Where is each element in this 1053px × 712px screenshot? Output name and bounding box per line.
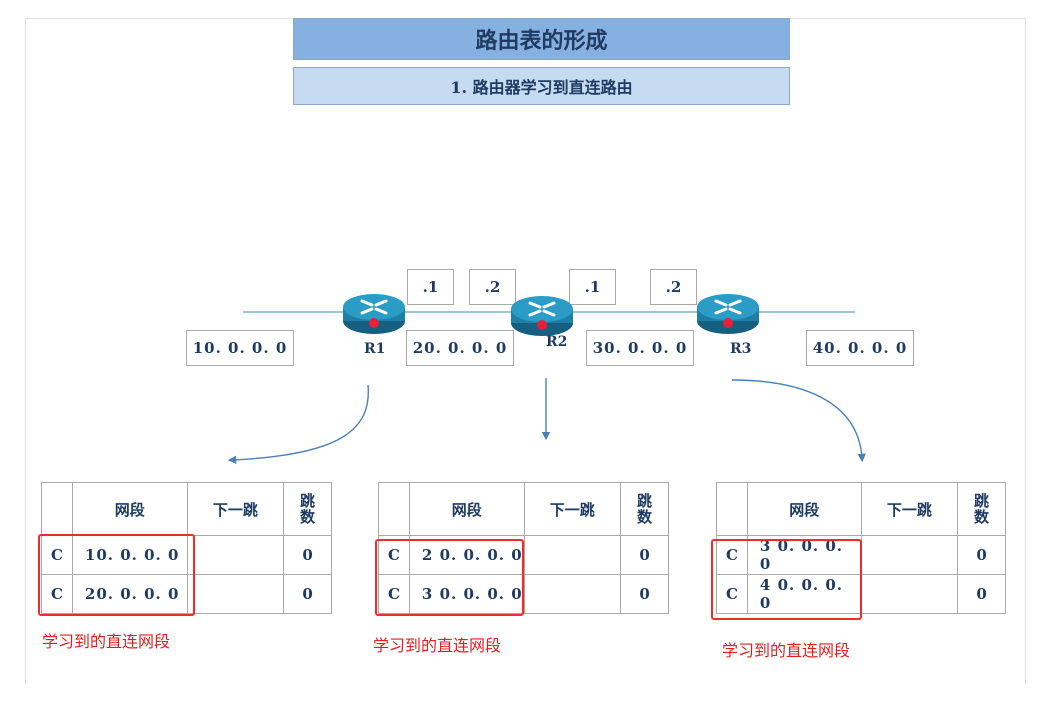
type-header: [716, 482, 748, 536]
network-header: 网段: [746, 482, 862, 536]
router-label-r1: R1: [364, 341, 386, 357]
route-next-hop: [186, 574, 285, 614]
page-title: 路由表的形成: [475, 28, 608, 54]
router-label-r3: R3: [730, 341, 752, 357]
route-network: 3 0. 0. 0. 0: [408, 574, 525, 614]
network-header: 网段: [408, 482, 525, 536]
subtitle-banner: 1. 路由器学习到直连路由: [293, 67, 790, 105]
table-row: C 20. 0. 0. 0 0: [41, 574, 332, 614]
route-type: C: [378, 574, 410, 614]
caption-r1: 学习到的直连网段: [42, 632, 171, 651]
highlight-frame-r2: [375, 539, 524, 616]
route-hops: 0: [283, 574, 332, 614]
network-label-10: 10. 0. 0. 0: [186, 330, 294, 366]
type-header: [378, 482, 410, 536]
highlight-frame-r3: [711, 539, 862, 620]
network-label-30: 30. 0. 0. 0: [586, 330, 694, 366]
caption-r3: 学习到的直连网段: [722, 641, 851, 660]
page-subtitle: 1. 路由器学习到直连路由: [450, 78, 633, 97]
routing-table-r3: 网段 下一跳 跳数 C 3 0. 0. 0. 0 0 C 4 0. 0. 0. …: [716, 482, 1006, 614]
route-type: C: [41, 574, 73, 614]
table-header-row: 网段 下一跳 跳数: [716, 482, 1006, 536]
router-label-r2: R2: [546, 334, 568, 350]
network-label-20: 20. 0. 0. 0: [406, 330, 514, 366]
route-network: 4 0. 0. 0. 0: [746, 574, 862, 614]
interface-label-r2-left: .2: [469, 269, 516, 305]
next-hop-header: 下一跳: [523, 482, 622, 536]
caption-r2: 学习到的直连网段: [373, 636, 502, 655]
route-hops: 0: [620, 535, 669, 575]
route-network: 2 0. 0. 0. 0: [408, 535, 525, 575]
highlight-frame-r1: [38, 534, 195, 616]
route-network: 3 0. 0. 0. 0: [746, 535, 862, 575]
route-next-hop: [186, 535, 285, 575]
router-icon-r3: [697, 294, 759, 334]
route-next-hop: [860, 574, 959, 614]
route-type: C: [716, 574, 748, 614]
route-next-hop: [523, 535, 622, 575]
hops-header: 跳数: [957, 482, 1006, 536]
table-header-row: 网段 下一跳 跳数: [378, 482, 669, 536]
table-header-row: 网段 下一跳 跳数: [41, 482, 332, 536]
interface-label-r2-right: .1: [569, 269, 616, 305]
routing-table-r1: 网段 下一跳 跳数 C 10. 0. 0. 0 0 C 20. 0. 0. 0 …: [41, 482, 332, 614]
interface-label-r3-left: .2: [650, 269, 697, 305]
table-row: C 3 0. 0. 0. 0 0: [378, 574, 669, 614]
route-type: C: [41, 535, 73, 575]
route-next-hop: [860, 535, 959, 575]
next-hop-header: 下一跳: [860, 482, 959, 536]
route-network: 20. 0. 0. 0: [71, 574, 188, 614]
table-row: C 3 0. 0. 0. 0 0: [716, 535, 1006, 575]
route-hops: 0: [620, 574, 669, 614]
router-icon-r2: [511, 296, 573, 336]
route-hops: 0: [283, 535, 332, 575]
network-header: 网段: [71, 482, 188, 536]
hops-header: 跳数: [283, 482, 332, 536]
table-row: C 2 0. 0. 0. 0 0: [378, 535, 669, 575]
hops-header: 跳数: [620, 482, 669, 536]
table-row: C 4 0. 0. 0. 0 0: [716, 574, 1006, 614]
router-icon-r1: [343, 294, 405, 334]
route-next-hop: [523, 574, 622, 614]
interface-label-r1-right: .1: [407, 269, 454, 305]
network-label-40: 40. 0. 0. 0: [806, 330, 914, 366]
routing-table-r2: 网段 下一跳 跳数 C 2 0. 0. 0. 0 0 C 3 0. 0. 0. …: [378, 482, 669, 614]
next-hop-header: 下一跳: [186, 482, 285, 536]
route-type: C: [378, 535, 410, 575]
route-hops: 0: [957, 535, 1006, 575]
title-banner: 路由表的形成: [293, 18, 790, 60]
type-header: [41, 482, 73, 536]
route-type: C: [716, 535, 748, 575]
route-hops: 0: [957, 574, 1006, 614]
